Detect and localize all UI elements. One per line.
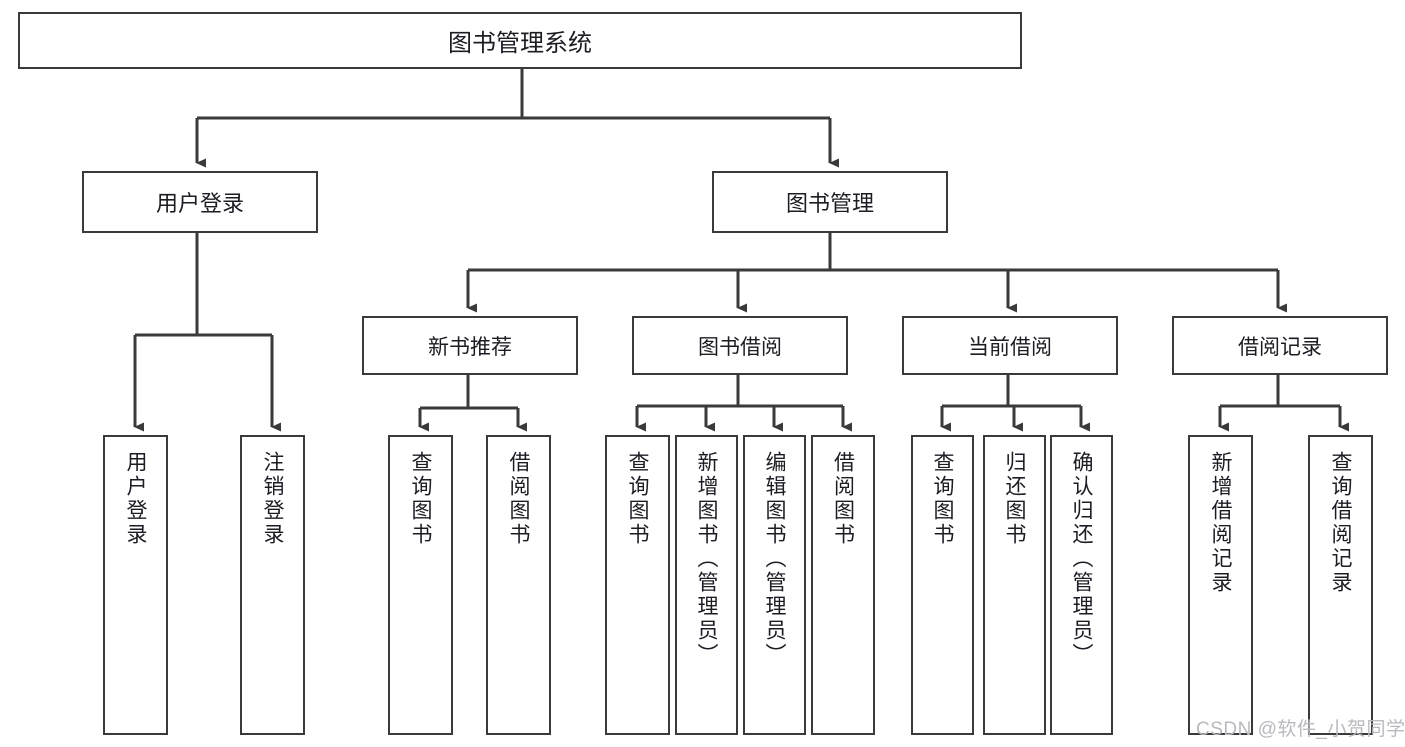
leaf-records-query-record[interactable]: 查询借阅记录	[1308, 435, 1373, 735]
leaf-records-query-record-label: 查询借阅记录	[1329, 451, 1352, 595]
node-borrow-records[interactable]: 借阅记录	[1172, 316, 1388, 375]
leaf-borrow-lend-book-label: 借阅图书	[831, 451, 855, 547]
node-current-borrow-label: 当前借阅	[968, 335, 1052, 359]
leaf-current-confirm-return-admin-label: 确认归还（管理员）	[1070, 451, 1093, 667]
leaf-borrow-lend-book[interactable]: 借阅图书	[811, 435, 875, 735]
leaf-records-add-record-label: 新增借阅记录	[1209, 451, 1232, 595]
leaf-current-query-book[interactable]: 查询图书	[911, 435, 974, 735]
leaf-user-login[interactable]: 用户登录	[103, 435, 168, 735]
node-book-management[interactable]: 图书管理	[712, 171, 948, 233]
leaf-recommend-borrow-book-label: 借阅图书	[507, 451, 530, 547]
leaf-current-return-book[interactable]: 归还图书	[983, 435, 1046, 735]
node-current-borrow[interactable]: 当前借阅	[902, 316, 1118, 375]
leaf-borrow-query-book-label: 查询图书	[626, 451, 649, 547]
leaf-records-add-record[interactable]: 新增借阅记录	[1188, 435, 1253, 735]
leaf-user-login-label: 用户登录	[124, 451, 147, 547]
leaf-recommend-query-book[interactable]: 查询图书	[388, 435, 453, 735]
leaf-user-logout-label: 注销登录	[261, 451, 284, 547]
leaf-current-query-book-label: 查询图书	[931, 451, 954, 547]
leaf-user-logout[interactable]: 注销登录	[240, 435, 305, 735]
node-user-login-label: 用户登录	[155, 191, 244, 216]
node-root[interactable]: 图书管理系统	[18, 12, 1022, 69]
node-new-book-recommend-label: 新书推荐	[428, 335, 512, 359]
leaf-current-confirm-return-admin[interactable]: 确认归还（管理员）	[1050, 435, 1113, 735]
node-new-book-recommend[interactable]: 新书推荐	[362, 316, 578, 375]
node-user-login[interactable]: 用户登录	[82, 171, 318, 233]
node-book-management-label: 图书管理	[785, 191, 874, 216]
leaf-recommend-query-book-label: 查询图书	[409, 451, 432, 547]
leaf-recommend-borrow-book[interactable]: 借阅图书	[486, 435, 551, 735]
leaf-borrow-query-book[interactable]: 查询图书	[605, 435, 670, 735]
csdn-watermark: CSDN @软件_小贺同学	[1196, 719, 1405, 740]
node-borrow-records-label: 借阅记录	[1238, 335, 1322, 359]
leaf-borrow-edit-book-admin-label: 编辑图书（管理员）	[763, 451, 786, 667]
node-book-borrow-label: 图书借阅	[698, 335, 782, 359]
leaf-borrow-add-book-admin[interactable]: 新增图书（管理员）	[675, 435, 738, 735]
node-root-label: 图书管理系统	[448, 30, 592, 57]
node-book-borrow[interactable]: 图书借阅	[632, 316, 848, 375]
leaf-current-return-book-label: 归还图书	[1003, 451, 1026, 547]
leaf-borrow-add-book-admin-label: 新增图书（管理员）	[695, 451, 718, 667]
leaf-borrow-edit-book-admin[interactable]: 编辑图书（管理员）	[743, 435, 806, 735]
